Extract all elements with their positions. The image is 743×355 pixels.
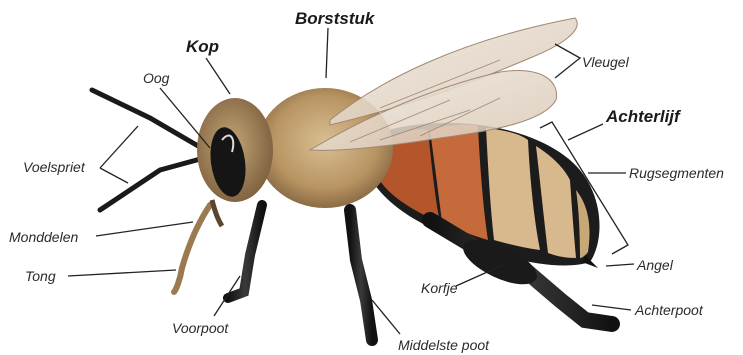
label-oog: Oog bbox=[143, 70, 170, 86]
label-tong: Tong bbox=[25, 268, 56, 284]
label-achterpoot: Achterpoot bbox=[634, 302, 704, 318]
label-voelspriet: Voelspriet bbox=[23, 159, 86, 175]
antennae bbox=[92, 90, 205, 210]
label-voorpoot: Voorpoot bbox=[172, 320, 229, 336]
label-monddelen: Monddelen bbox=[9, 229, 78, 245]
label-rugsegmenten: Rugsegmenten bbox=[629, 165, 724, 181]
label-vleugel: Vleugel bbox=[582, 54, 630, 70]
head bbox=[174, 98, 273, 292]
label-korfje: Korfje bbox=[421, 280, 458, 296]
label-achterlijf: Achterlijf bbox=[605, 107, 682, 126]
wings bbox=[310, 18, 577, 150]
label-middelste-poot: Middelste poot bbox=[398, 337, 490, 353]
label-borststuk: Borststuk bbox=[295, 9, 376, 28]
label-angel: Angel bbox=[636, 257, 674, 273]
label-kop: Kop bbox=[186, 37, 219, 56]
